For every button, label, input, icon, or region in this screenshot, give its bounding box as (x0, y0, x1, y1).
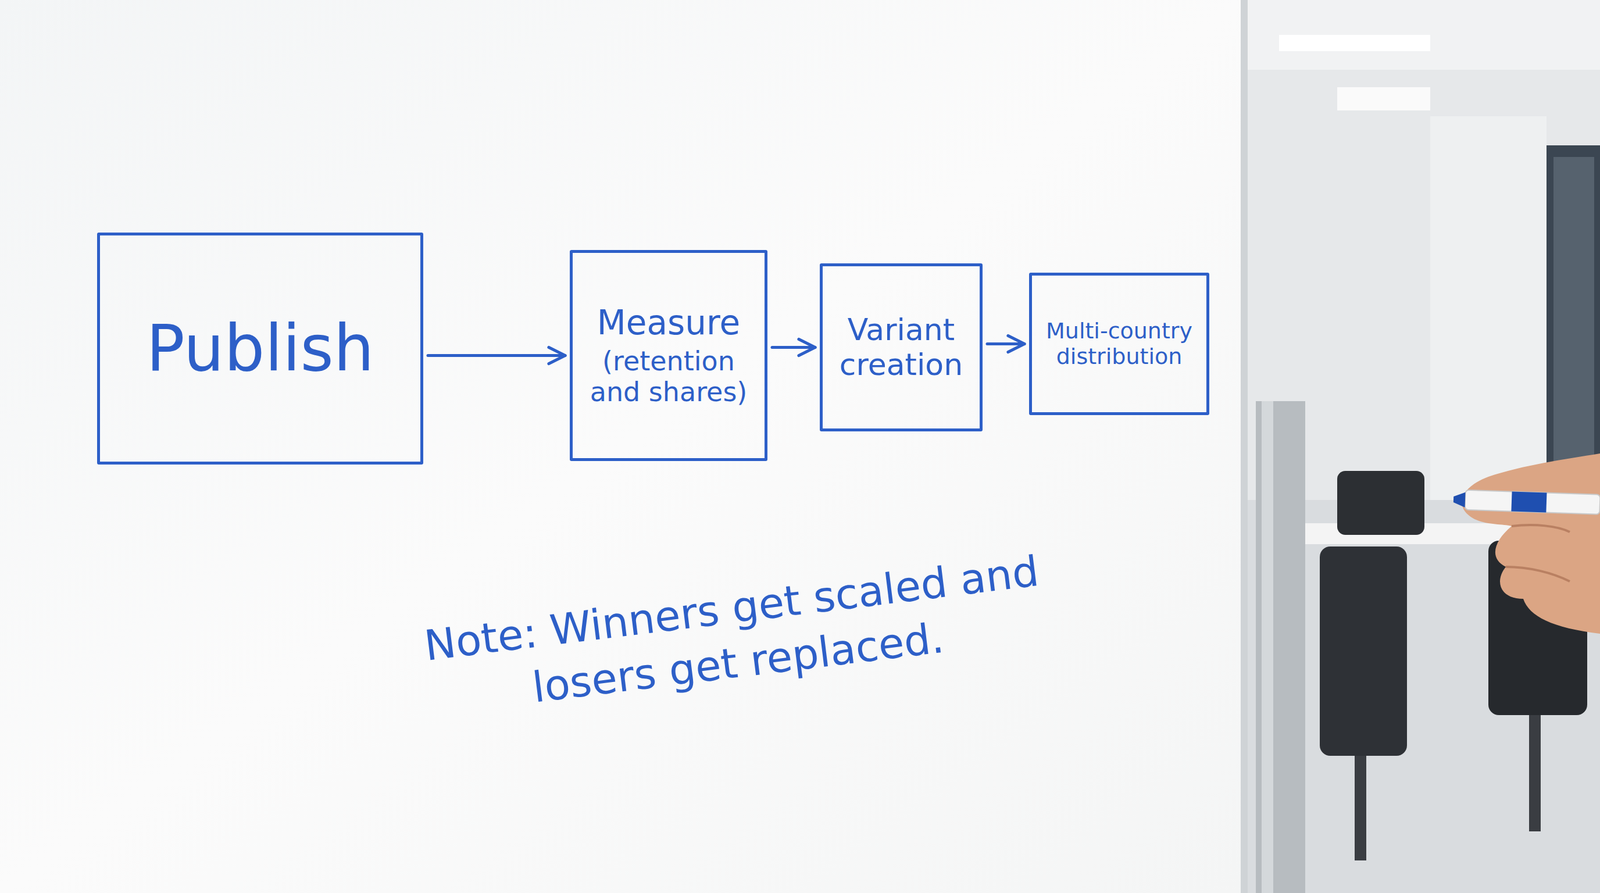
flow-arrow (427, 354, 566, 357)
hand-crease (1511, 525, 1570, 532)
box-title: Measure (597, 303, 741, 343)
ceiling-light (1279, 34, 1431, 52)
box-subtitle: (retention and shares) (580, 345, 757, 408)
process-box: Variant creation (819, 263, 983, 432)
box-title: Variant creation (830, 312, 972, 383)
process-box: Multi-country distribution (1029, 272, 1210, 416)
note-text: Note: Winners get scaled and losers get … (376, 538, 1094, 733)
marker-body (1464, 490, 1600, 515)
metal-stand-highlight (1261, 401, 1274, 893)
box-title: Publish (145, 311, 374, 386)
metal-stand (1255, 401, 1306, 893)
office-wall (1244, 0, 1600, 893)
flow-arrow (772, 345, 816, 349)
hand-crease (1505, 566, 1570, 582)
whiteboard-edge (1240, 0, 1248, 893)
flow-arrow (987, 342, 1025, 346)
office-chair (1319, 546, 1407, 756)
marker-band (1511, 491, 1547, 513)
office-chair (1337, 470, 1425, 535)
box-title: Multi-country distribution (1040, 318, 1199, 370)
ceiling (1244, 0, 1600, 70)
whiteboard (0, 0, 1245, 893)
ceiling-light (1337, 87, 1431, 111)
chair-leg (1354, 755, 1367, 861)
marker (1452, 489, 1600, 515)
marker-tip (1453, 491, 1466, 508)
process-box: Publish (97, 232, 424, 465)
process-box: Measure(retention and shares) (569, 250, 768, 462)
hand (1461, 453, 1600, 634)
chair-leg (1529, 715, 1541, 832)
